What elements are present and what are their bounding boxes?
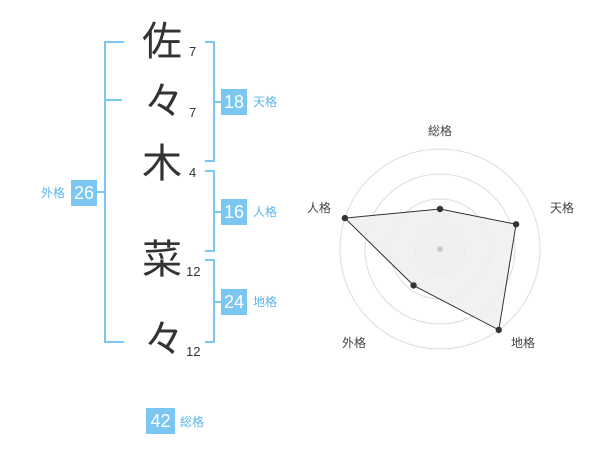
- radar-point-0: [436, 205, 444, 213]
- tenkaku-label: 天格: [253, 95, 278, 109]
- gaikaku-bracket: [104, 41, 124, 343]
- radar-grid-ring: [339, 148, 541, 350]
- chikaku-label: 地格: [253, 295, 278, 309]
- radar-label-tenkaku: 天格: [550, 200, 574, 215]
- radar-shape: [343, 208, 517, 331]
- name-char-2: 々: [144, 79, 184, 125]
- jinkaku-connector: [213, 211, 221, 213]
- stroke-count-2: 7: [189, 105, 197, 120]
- radar-point-4: [341, 214, 349, 222]
- radar-label-soukaku: 総格: [428, 123, 452, 138]
- name-char-5: 々: [144, 317, 184, 363]
- radar-label-chikaku: 地格: [511, 335, 535, 350]
- gaikaku-inner-tick: [104, 99, 122, 101]
- name-char-1: 佐: [142, 19, 182, 65]
- radar-point-1: [512, 221, 520, 228]
- radar-point-2: [495, 326, 502, 334]
- radar-label-gaikaku: 外格: [342, 335, 366, 350]
- radar-center-dot: [437, 246, 443, 252]
- radar-chart: 総格 天格 地格 外格 人格: [307, 123, 574, 350]
- soukaku-badge: 42: [146, 408, 175, 434]
- stroke-count-3: 4: [189, 165, 197, 180]
- soukaku-label: 総格: [180, 415, 205, 429]
- chikaku-badge: 24: [221, 289, 247, 315]
- jinkaku-label: 人格: [253, 205, 278, 219]
- radar-labels: 総格 天格 地格 外格 人格: [307, 123, 574, 350]
- stroke-count-4: 12: [186, 264, 201, 279]
- stroke-count-5: 12: [186, 344, 201, 359]
- radar-grid-ring: [364, 173, 516, 325]
- name-char-4: 菜: [142, 237, 182, 283]
- jinkaku-badge: 16: [221, 199, 247, 225]
- name-char-3: 木: [142, 141, 182, 187]
- radar-points: [341, 205, 520, 334]
- radar-label-jinkaku: 人格: [307, 200, 331, 215]
- radar-point-3: [410, 282, 417, 289]
- gaikaku-label: 外格: [41, 186, 66, 200]
- stroke-count-1: 7: [189, 44, 197, 59]
- tenkaku-badge: 18: [221, 89, 247, 115]
- chikaku-connector: [213, 301, 221, 303]
- gaikaku-connector: [97, 191, 105, 193]
- gaikaku-badge: 26: [71, 180, 97, 206]
- tenkaku-connector: [213, 101, 221, 103]
